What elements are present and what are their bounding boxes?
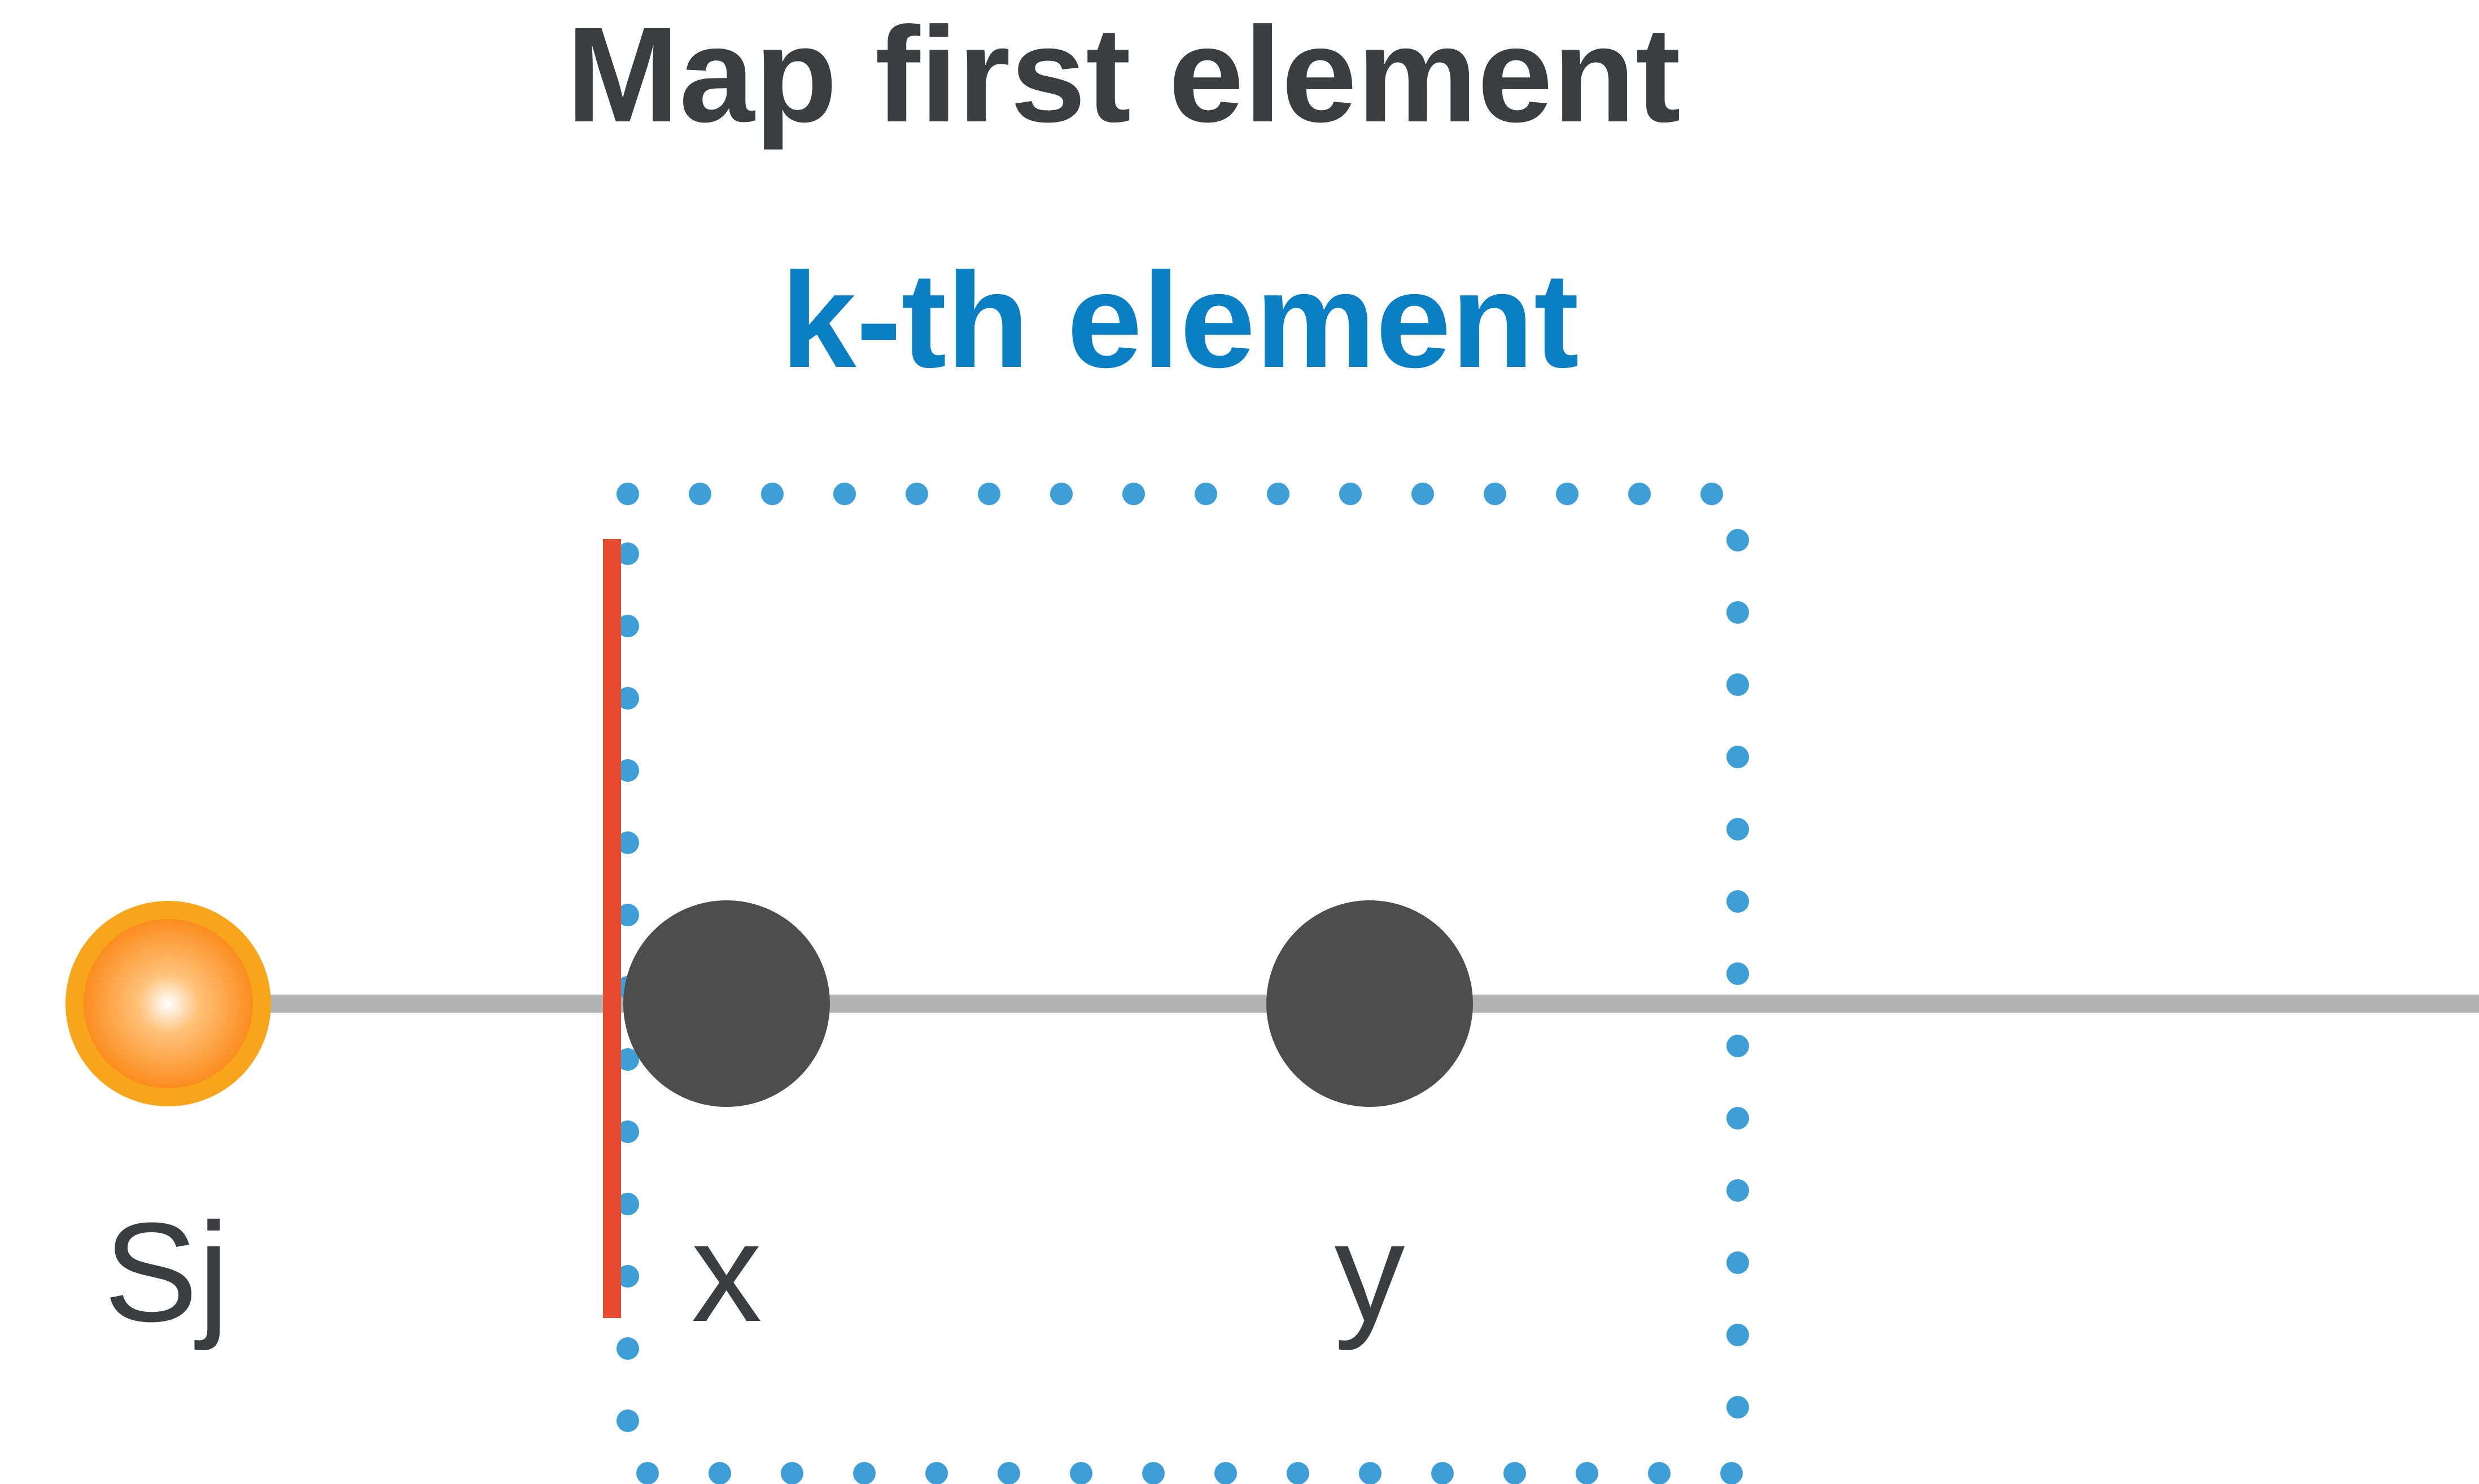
start-node-label: Sj <box>104 1193 229 1351</box>
node-y-label: y <box>1335 1193 1405 1351</box>
node-x <box>623 900 830 1107</box>
node-y <box>1266 900 1473 1107</box>
start-node <box>65 901 271 1106</box>
diagram-title: Map first element <box>566 0 1681 150</box>
diagram-subtitle: k-th element <box>781 244 1579 396</box>
node-x-label: x <box>692 1193 762 1351</box>
start-node-core <box>84 919 253 1088</box>
